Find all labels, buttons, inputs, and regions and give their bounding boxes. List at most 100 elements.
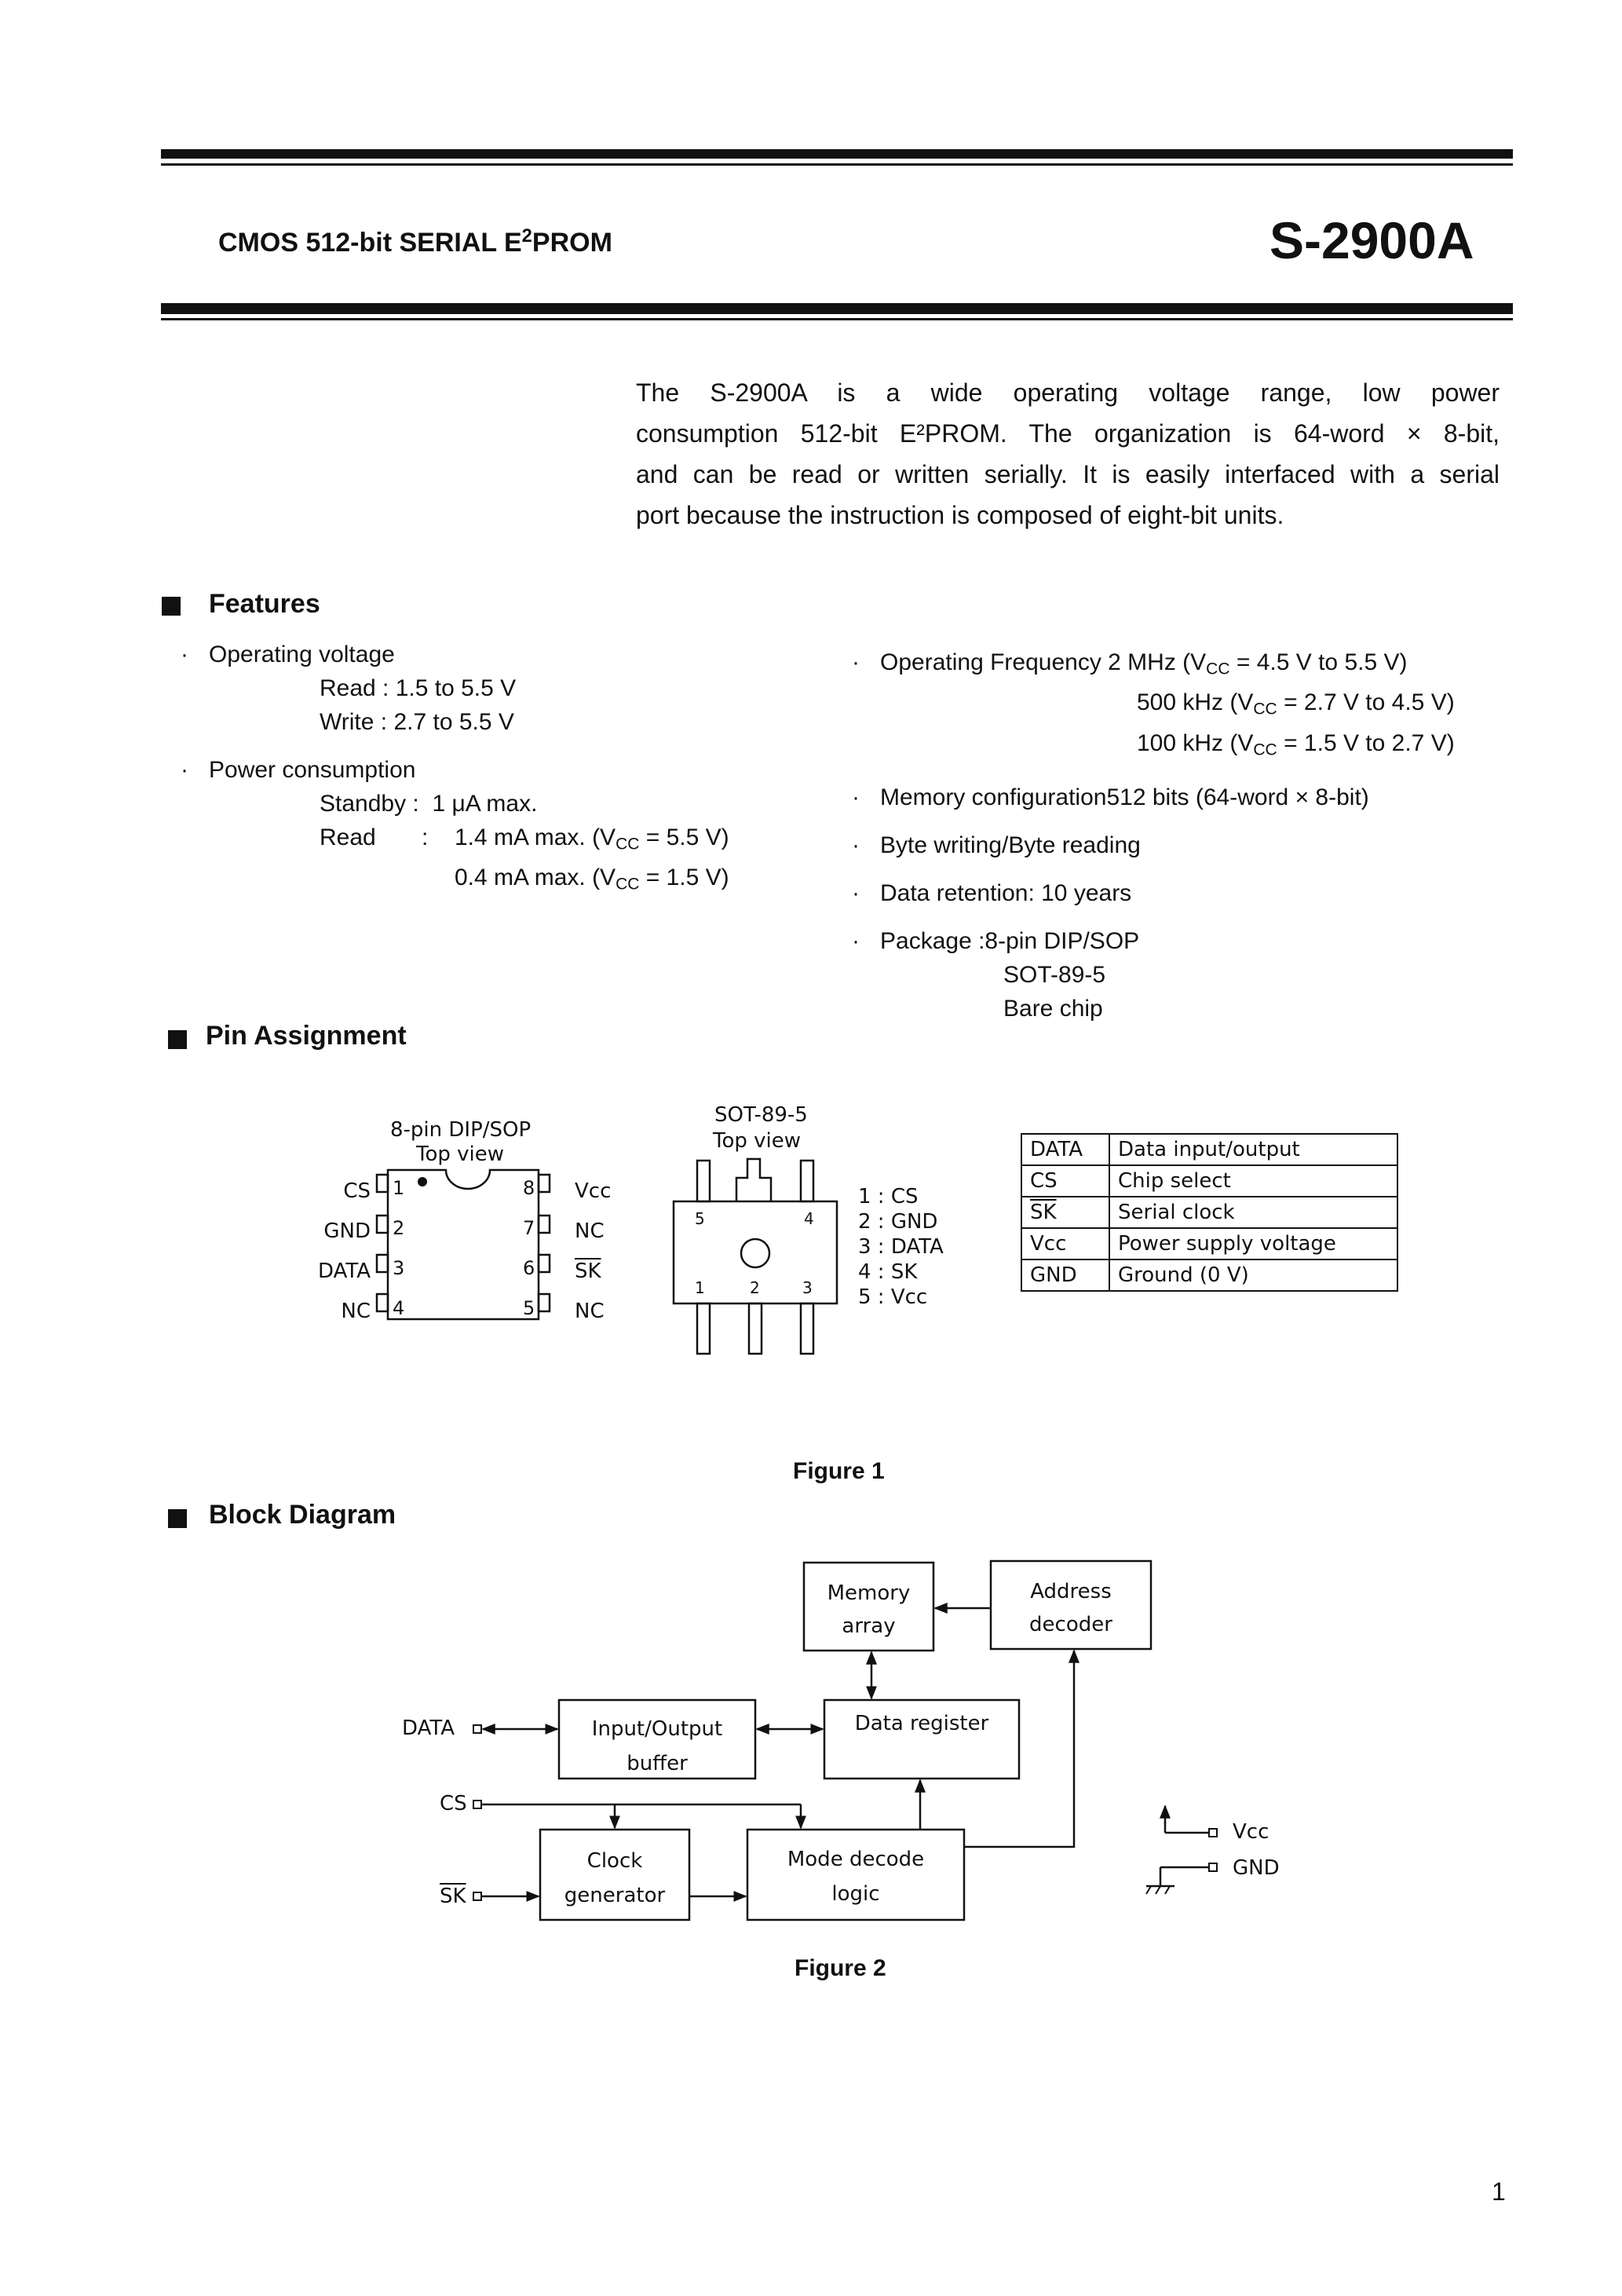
dip-pin-number: 8 — [523, 1177, 535, 1199]
dip-pin-label: GND — [323, 1219, 371, 1243]
mode-decode-label: Mode decode logic — [787, 1848, 925, 1906]
intro-paragraph: The S-2900A is a wide operating voltage … — [636, 372, 1500, 536]
feature-read-power: Read:1.4 mA max. (VCC = 5.5 V) — [320, 824, 729, 854]
vcc-label: Vcc — [1233, 1820, 1269, 1844]
header-rule-bottom — [161, 303, 1513, 314]
data-register-label: Data register — [854, 1712, 989, 1735]
gnd-label: GND — [1233, 1856, 1280, 1880]
block-diagram-drawing — [473, 1559, 1218, 1921]
dip-pin-label: NC — [341, 1300, 371, 1323]
clock-generator-label: Clock generator — [564, 1849, 666, 1907]
dip-pin-label: CS — [343, 1179, 371, 1203]
dip-pin-number: 1 — [393, 1177, 405, 1199]
feature-memory-config: ·Memory configuration512 bits (64-word ×… — [852, 784, 1369, 810]
header-rule-bottom-thin — [161, 318, 1513, 320]
table-cell-pin: Vcc — [1021, 1227, 1110, 1260]
feature-retention: ·Data retention: 10 years — [852, 879, 1132, 906]
signal-cs-label: CS — [440, 1792, 467, 1815]
figure-1-caption: Figure 1 — [793, 1458, 885, 1484]
feature-write-voltage: Write : 2.7 to 5.5 V — [320, 709, 514, 735]
table-cell-pin: SK — [1021, 1196, 1110, 1229]
section-bullet — [162, 597, 181, 616]
sot-pin-number: 3 — [802, 1278, 813, 1297]
intro-line: consumption 512-bit E²PROM. The organiza… — [636, 419, 1500, 448]
dip-pin-label: DATA — [318, 1260, 371, 1283]
features-left: ·Operating voltage Read : 1.5 to 5.5 V W… — [181, 638, 729, 901]
dip-pin-number: 5 — [523, 1297, 535, 1319]
feature-byte-rw: ·Byte writing/Byte reading — [852, 832, 1141, 858]
dip-pin-number: 7 — [523, 1217, 535, 1239]
dip-left-numbers: 1 2 3 4 — [393, 1168, 404, 1329]
part-number: S-2900A — [1269, 211, 1474, 269]
section-bullet — [168, 1030, 187, 1049]
signal-sk-label: SK — [440, 1885, 466, 1908]
sot-pin-item: 2 : GND — [858, 1210, 938, 1234]
intro-line: The S-2900A is a wide operating voltage … — [636, 378, 1500, 407]
table-cell-pin: DATA — [1021, 1133, 1110, 1166]
sot-pin-number: 5 — [695, 1209, 705, 1228]
dip-pin-label: NC — [575, 1300, 605, 1323]
block-diagram-heading: Block Diagram — [209, 1500, 396, 1530]
feature-frequency: ·Operating Frequency 2 MHz (VCC = 4.5 V … — [852, 649, 1408, 678]
feature-standby: Standby : 1 μA max. — [320, 791, 538, 817]
features-right: ·Operating Frequency 2 MHz (VCC = 4.5 V … — [852, 645, 1455, 1026]
dip-left-labels: CS GND DATA NC — [290, 1172, 371, 1332]
table-cell-pin: GND — [1021, 1259, 1110, 1292]
table-cell-desc: Serial clock — [1109, 1196, 1398, 1229]
dip-title: 8-pin DIP/SOP — [390, 1118, 532, 1142]
feature-frequency-2: 500 kHz (VCC = 2.7 V to 4.5 V) — [1137, 689, 1455, 718]
section-bullet — [168, 1509, 187, 1528]
sot-pin-item: 3 : DATA — [858, 1235, 944, 1259]
feature-frequency-3: 100 kHz (VCC = 1.5 V to 2.7 V) — [1137, 729, 1455, 759]
dip-pin-label: NC — [575, 1219, 605, 1243]
sot-pin-item: 1 : CS — [858, 1185, 919, 1208]
feature-power: ·Power consumption — [181, 757, 416, 783]
pin-assignment-heading: Pin Assignment — [206, 1021, 407, 1051]
sot-subtitle: Top view — [713, 1129, 802, 1153]
intro-line: and can be read or written serially. It … — [636, 460, 1500, 488]
table-cell-desc: Power supply voltage — [1109, 1227, 1398, 1260]
sot-pin-number: 1 — [695, 1278, 705, 1297]
sot-pin-number: 2 — [750, 1278, 760, 1297]
io-buffer-label: Input/Output buffer — [591, 1717, 723, 1775]
page-number: 1 — [1492, 2177, 1506, 2206]
table-cell-pin: CS — [1021, 1164, 1110, 1197]
table-cell-desc: Data input/output — [1109, 1133, 1398, 1166]
dip-pin-number: 4 — [393, 1297, 405, 1319]
features-heading: Features — [209, 589, 320, 619]
feature-package: ·Package :8-pin DIP/SOP — [852, 927, 1140, 954]
intro-line: port because the instruction is composed… — [636, 501, 1284, 529]
address-decoder-label: Address decoder — [1029, 1580, 1112, 1636]
feature-read-voltage: Read : 1.5 to 5.5 V — [320, 675, 517, 701]
doc-title: CMOS 512-bit SERIAL E2PROM — [218, 225, 612, 258]
sot-pin-item: 5 : Vcc — [858, 1285, 928, 1309]
table-cell-desc: Ground (0 V) — [1109, 1259, 1398, 1292]
dip-pin-number: 2 — [393, 1217, 405, 1239]
header-rule-top — [161, 149, 1513, 159]
dip-pin-number: 6 — [523, 1257, 535, 1279]
feature-op-voltage: ·Operating voltage — [181, 642, 395, 667]
dip-subtitle: Top view — [416, 1143, 505, 1166]
dip-right-labels: Vcc NC SK NC — [575, 1172, 611, 1332]
dip-right-numbers: 8 7 6 5 — [523, 1168, 535, 1329]
signal-data-label: DATA — [402, 1717, 455, 1740]
dip-pin-label: Vcc — [575, 1179, 612, 1203]
dip-pin-number: 3 — [393, 1257, 405, 1279]
header-rule-top-thin — [161, 163, 1513, 166]
feature-read-power-2: 0.4 mA max. (VCC = 1.5 V) — [455, 865, 729, 894]
sot-pin-number: 4 — [804, 1209, 814, 1228]
dip-pin-label: SK — [575, 1260, 601, 1283]
sot-title: SOT-89-5 — [714, 1103, 808, 1127]
dip-package-drawing — [375, 1168, 551, 1321]
figure-2-caption: Figure 2 — [795, 1955, 886, 1981]
sot-pin-item: 4 : SK — [858, 1260, 918, 1284]
feature-package-2: SOT-89-5 — [1003, 961, 1106, 988]
sot-package-drawing — [672, 1157, 838, 1355]
feature-package-3: Bare chip — [1003, 995, 1103, 1022]
memory-array-label: Memory array — [827, 1581, 911, 1638]
